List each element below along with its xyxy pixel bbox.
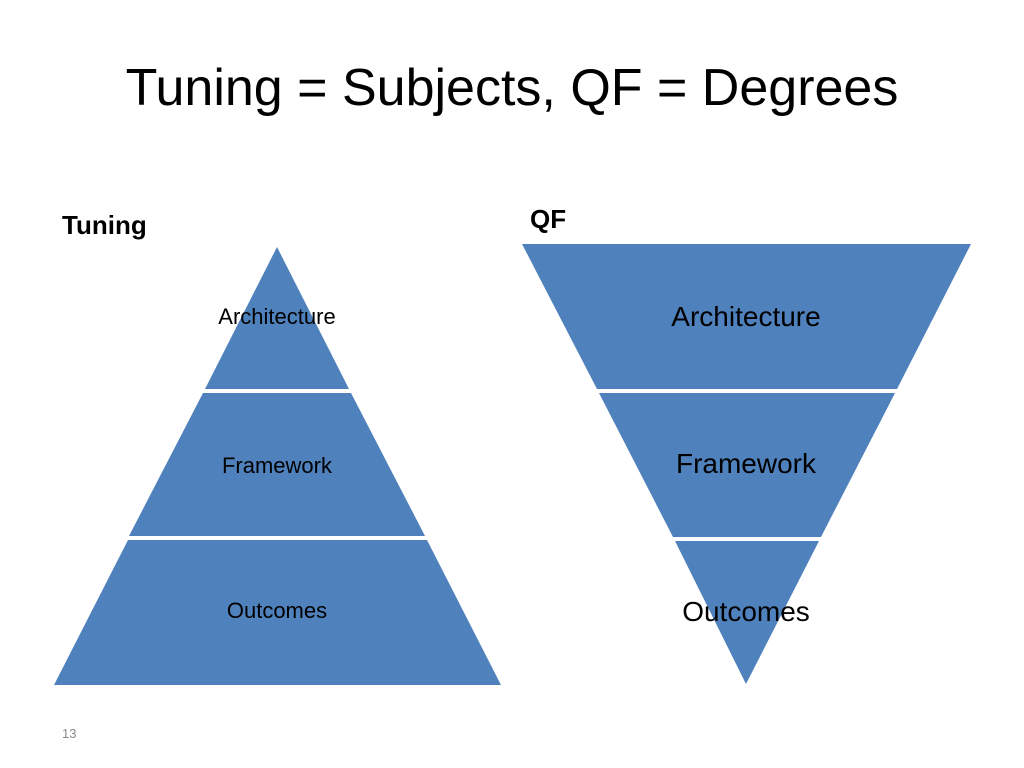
tuning-pyramid: Architecture Framework Outcomes — [54, 247, 501, 685]
qf-pyramid: Architecture Framework Outcomes — [522, 244, 971, 684]
tuning-level-framework — [129, 393, 425, 536]
qf-level-framework — [599, 393, 895, 537]
qf-label-outcomes: Outcomes — [682, 596, 810, 627]
qf-heading: QF — [530, 204, 567, 234]
qf-level-architecture — [522, 244, 971, 389]
qf-label-architecture: Architecture — [671, 301, 820, 332]
tuning-label-architecture: Architecture — [218, 304, 335, 329]
qf-level-outcomes — [675, 541, 819, 684]
tuning-level-architecture — [205, 247, 349, 389]
tuning-heading: Tuning — [62, 210, 147, 240]
tuning-level-outcomes — [54, 540, 501, 685]
qf-label-framework: Framework — [676, 448, 817, 479]
slide-title: Tuning = Subjects, QF = Degrees — [125, 59, 899, 117]
tuning-label-outcomes: Outcomes — [227, 598, 327, 623]
tuning-label-framework: Framework — [222, 453, 333, 478]
page-number: 13 — [62, 726, 77, 741]
